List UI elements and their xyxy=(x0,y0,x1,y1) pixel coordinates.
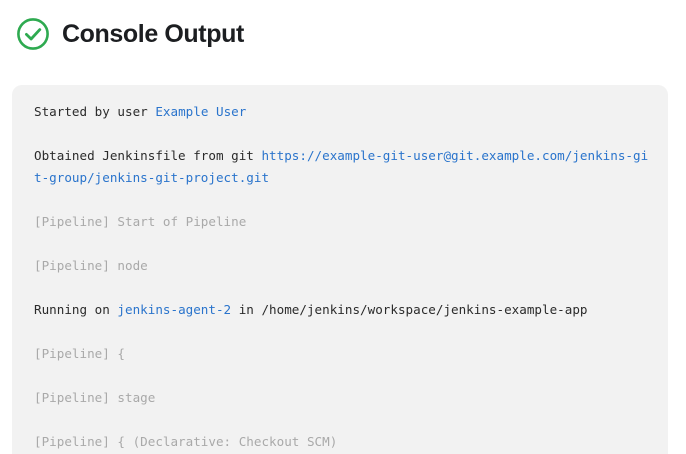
console-log: Started by user Example User Obtained Je… xyxy=(34,101,650,454)
console-output-panel[interactable]: Started by user Example User Obtained Je… xyxy=(12,85,668,454)
page-header: Console Output xyxy=(0,0,686,54)
console-link[interactable]: https://example-git-user@git.example.com… xyxy=(34,148,649,185)
line-running-on: Running on jenkins-agent-2 in /home/jenk… xyxy=(34,302,588,317)
page-title: Console Output xyxy=(62,19,244,48)
line-pipeline-start: [Pipeline] Start of Pipeline xyxy=(34,214,247,229)
line-pipeline-declarative-checkout: [Pipeline] { (Declarative: Checkout SCM) xyxy=(34,434,338,449)
check-circle-icon xyxy=(17,18,49,50)
line-started-by-user: Started by user Example User xyxy=(34,104,247,119)
console-link[interactable]: jenkins-agent-2 xyxy=(117,302,232,317)
line-obtained-jenkinsfile: Obtained Jenkinsfile from git https://ex… xyxy=(34,148,649,185)
line-pipeline-open-brace: [Pipeline] { xyxy=(34,346,125,361)
console-link[interactable]: Example User xyxy=(155,104,247,119)
line-pipeline-node: [Pipeline] node xyxy=(34,258,148,273)
line-pipeline-stage: [Pipeline] stage xyxy=(34,390,156,405)
